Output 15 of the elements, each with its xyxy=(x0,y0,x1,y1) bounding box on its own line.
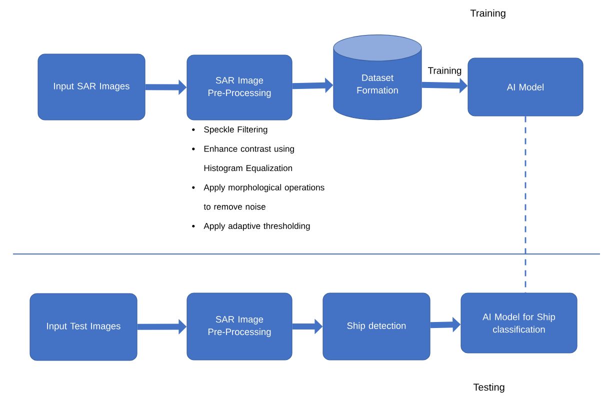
edge-label: Training xyxy=(428,66,462,76)
bullet-item: Apply adaptive thresholding xyxy=(192,222,310,231)
database-cylinder: Dataset Formation xyxy=(333,34,422,120)
process-box: Input Test Images xyxy=(30,293,138,361)
process-box: AI Model for Ship classification xyxy=(460,292,578,354)
process-box: Ship detection xyxy=(322,292,430,360)
section-label: Training xyxy=(470,9,506,19)
process-box: Input SAR Images xyxy=(38,54,146,120)
section-label: Testing xyxy=(473,383,504,393)
process-box: AI Model xyxy=(468,58,584,116)
bullet-item: Apply morphological operations to remove noise xyxy=(192,184,324,210)
process-box: SAR Image Pre-Processing xyxy=(186,54,292,120)
bullet-item: Speckle Filtering xyxy=(192,126,268,134)
bullet-item: Enhance contrast using Histogram Equalization xyxy=(192,146,294,173)
process-box: SAR Image Pre-Processing xyxy=(186,292,292,360)
